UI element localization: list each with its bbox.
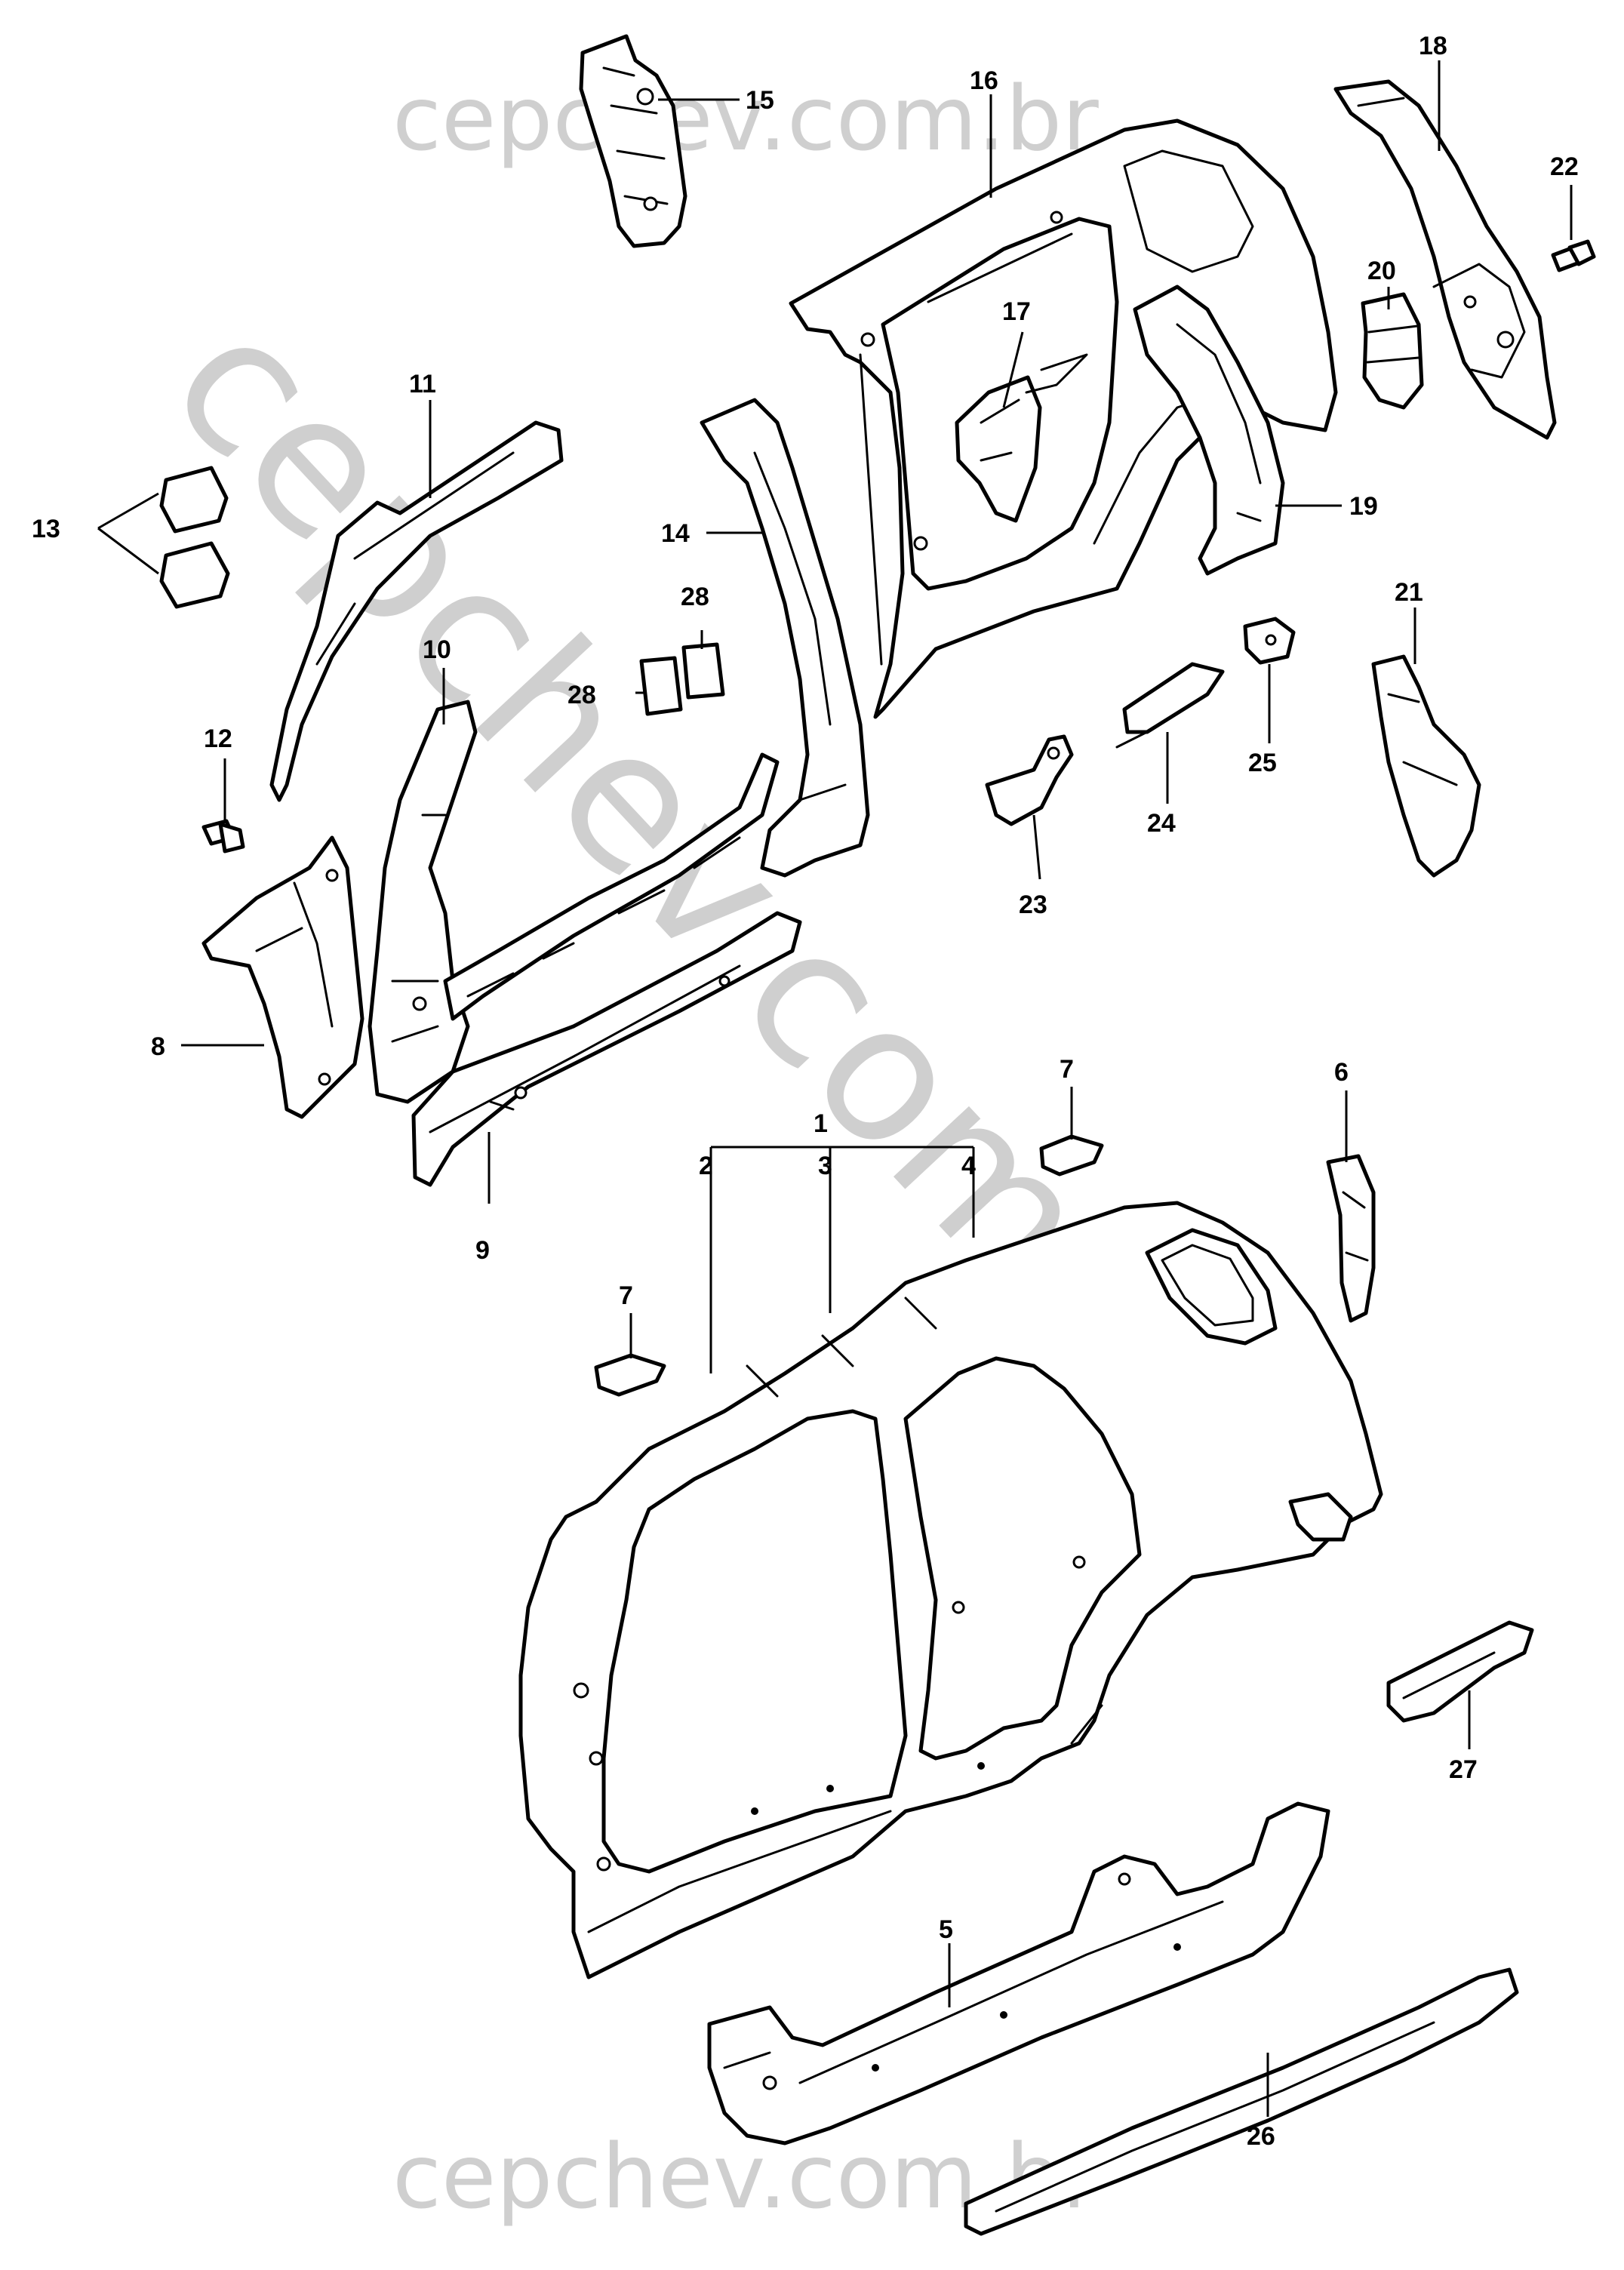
callout-25: 25 [1248, 749, 1277, 777]
callout-7-upper: 7 [1060, 1055, 1074, 1084]
leader-lines [97, 60, 1573, 2117]
part-28-pads [639, 642, 725, 716]
callout-4: 4 [961, 1152, 976, 1180]
callout-20: 20 [1367, 257, 1396, 285]
part-22-bolt [1551, 239, 1596, 272]
callout-19: 19 [1349, 492, 1378, 521]
callout-7-lower: 7 [619, 1281, 633, 1310]
callout-21: 21 [1395, 578, 1423, 607]
callout-17: 17 [1002, 297, 1031, 326]
part-21-bracket [1371, 654, 1481, 878]
part-23-bracket [985, 734, 1074, 826]
callout-6: 6 [1334, 1058, 1349, 1087]
callout-27: 27 [1449, 1755, 1478, 1784]
callout-22: 22 [1550, 152, 1579, 181]
part-8-a-pillar-lower [201, 835, 364, 1119]
callout-2: 2 [699, 1152, 713, 1180]
callout-12: 12 [204, 724, 232, 753]
callout-9: 9 [475, 1236, 490, 1265]
callout-11: 11 [409, 370, 436, 398]
part-rocker-rail [443, 752, 780, 1021]
callout-13: 13 [32, 515, 60, 543]
part-25-clip [1243, 617, 1296, 665]
part-24-bracket [1115, 662, 1225, 749]
callout-1: 1 [814, 1109, 828, 1138]
callout-10: 10 [423, 635, 451, 664]
callout-28-upper: 28 [681, 583, 709, 611]
part-9-rocker-inner [411, 911, 802, 1187]
part-27-bracket [1386, 1620, 1534, 1723]
callout-18: 18 [1419, 32, 1447, 60]
callout-23: 23 [1019, 890, 1047, 919]
part-14-center-pillar [700, 398, 870, 878]
watermark-top: cepchev.com.br [392, 66, 1099, 171]
callout-28-lower: 28 [567, 681, 596, 709]
part-7-clip-lower [594, 1353, 666, 1397]
callout-15: 15 [746, 86, 774, 115]
part-10-a-pillar [368, 700, 478, 1104]
part-15-bracket [579, 34, 687, 248]
part-1-body-side-outer [518, 1201, 1383, 1979]
callout-3: 3 [818, 1152, 832, 1180]
part-12-bolt [201, 819, 245, 854]
callout-16: 16 [970, 66, 998, 95]
callout-26: 26 [1247, 2122, 1275, 2151]
callout-labels: 1 2 3 4 5 6 7 7 8 9 10 11 12 13 14 15 16… [32, 32, 1579, 2151]
callout-5: 5 [939, 1915, 953, 1944]
callout-24: 24 [1147, 809, 1176, 838]
part-19-wheelhouse [1133, 285, 1285, 576]
callout-8: 8 [151, 1032, 165, 1061]
part-13-pads [159, 466, 230, 609]
part-5-rocker-outer [707, 1801, 1330, 2145]
callout-14: 14 [661, 519, 690, 548]
part-18-rear-pillar [1333, 79, 1557, 440]
part-20-bracket [1361, 292, 1424, 410]
part-6-reinforcement [1326, 1154, 1376, 1323]
part-11-roof-rail [269, 420, 564, 802]
part-26-rocker-strip [964, 1967, 1519, 2236]
